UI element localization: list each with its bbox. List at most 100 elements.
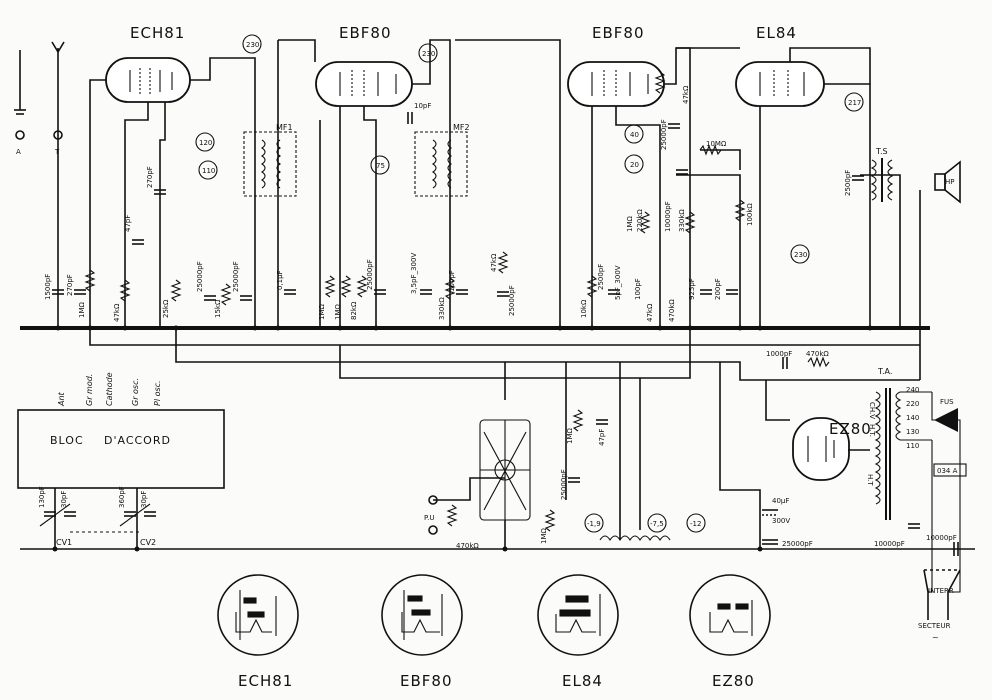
label-cv1: CV1	[56, 538, 72, 547]
tag-4: 110	[202, 167, 215, 175]
code-box	[933, 463, 967, 477]
label-ht: H.T.	[868, 424, 876, 437]
label-ta: T.A.	[877, 367, 892, 376]
lbl-pu: P.U	[424, 514, 434, 522]
tube-label-ebf80-a: EBF80	[339, 24, 391, 42]
base-label-ez80: EZ80	[712, 672, 755, 690]
tag-9: 230	[794, 251, 807, 259]
tag-1: 230	[246, 41, 259, 49]
lbl-c2500: 2500pF	[597, 264, 605, 290]
tag-2: 230	[422, 50, 435, 58]
base-label-ech81: ECH81	[238, 672, 293, 690]
bloc-title-left: BLOC	[50, 434, 84, 447]
mains-switch	[923, 569, 961, 620]
lbl-c360: 360pF	[118, 486, 126, 508]
lbl-c35: 3,5pF_300V	[410, 253, 418, 294]
label-ht2: H.T	[866, 474, 874, 486]
bloc-pin-cathode: Cathode	[105, 372, 114, 406]
label-hp: HP	[945, 178, 955, 186]
lbl-r15k: 15kΩ	[214, 299, 222, 318]
base-diagram-ez80	[689, 574, 771, 656]
base-label-ebf80: EBF80	[400, 672, 452, 690]
lbl-c25000a: 25000pF	[196, 261, 204, 292]
terminal-a	[15, 130, 25, 140]
if-transformer-mf2	[414, 131, 468, 197]
lbl-c200: 200pF	[714, 278, 722, 300]
variable-cap-arrows	[39, 503, 151, 533]
output-transformer	[870, 158, 894, 202]
tube-label-ebf80-b: EBF80	[592, 24, 644, 42]
lbl-c30a: 30pF	[60, 491, 68, 508]
label-fus: FUS	[940, 398, 954, 406]
lbl-c270a: 270pF	[66, 274, 74, 296]
lbl-c1500: 1500pF	[44, 274, 52, 300]
tap-240: 240	[906, 386, 919, 394]
lbl-r10m: 10MΩ	[706, 140, 727, 148]
tap-130: 130	[906, 428, 919, 436]
lbl-r470k-c: 470kΩ	[456, 542, 479, 550]
lbl-c25000d: 25000pF	[508, 285, 516, 316]
lbl-c130: 130pF	[38, 486, 46, 508]
lbl-r47k-c: 47kΩ	[646, 303, 654, 322]
resistors	[84, 71, 830, 532]
label-mf2: MF2	[453, 123, 470, 132]
tube-internals	[129, 68, 835, 462]
lbl-r1m-f: 1MΩ	[540, 528, 548, 544]
lbl-c10000c: 10000pF	[926, 534, 957, 542]
tap-140: 140	[906, 414, 919, 422]
lbl-c10: 10pF	[414, 102, 431, 110]
base-label-el84: EL84	[562, 672, 603, 690]
lbl-r1m-b: 1MΩ	[318, 304, 326, 320]
label-ts: T.S	[875, 147, 888, 156]
label-cv2: CV2	[140, 538, 156, 547]
earth-icon	[14, 50, 26, 115]
fuse-icon	[934, 408, 958, 432]
lbl-r1m-a: 1MΩ	[78, 302, 86, 318]
lbl-r82k: 82kΩ	[350, 301, 358, 320]
base-diagram-el84	[537, 574, 619, 656]
tube-label-ech81: ECH81	[130, 24, 185, 42]
lbl-c5pf: 5pF_300V	[614, 265, 622, 300]
base-diagram-ebf80	[381, 574, 463, 656]
capacitors	[44, 112, 959, 556]
lbl-c25000g: 25000pF	[782, 540, 813, 548]
lbl-c10000b: 10000pF	[874, 540, 905, 548]
lbl-c47b: 47pF	[598, 429, 606, 446]
lbl-r470k: 470kΩ	[668, 299, 676, 322]
label-chv: CH.V	[868, 402, 876, 419]
lbl-v300: 300V	[772, 517, 790, 525]
bloc-pin-grmod: Gr mod.	[85, 374, 94, 406]
lbl-c25000b: 25000pF	[232, 261, 240, 292]
tube-label-ez80: EZ80	[829, 420, 872, 438]
lbl-c2500b: 2500pF	[844, 170, 852, 196]
lbl-r470k-b: 470kΩ	[806, 350, 829, 358]
bias-choke	[599, 535, 671, 542]
lbl-r47k-b: 47kΩ	[490, 253, 498, 272]
antenna-icon	[51, 41, 65, 135]
lbl-c1000: 1000pF	[766, 350, 792, 358]
tag-8: 217	[848, 99, 861, 107]
lbl-r25k: 25kΩ	[162, 299, 170, 318]
lbl-r1m-e: 1MΩ	[566, 428, 574, 444]
junction-dots	[52, 325, 873, 552]
lbl-c25000f: 25000pF	[560, 469, 568, 500]
base-diagram-ech81	[217, 574, 299, 656]
lbl-r1m-c: 1MΩ	[334, 304, 342, 320]
tag-5: 75	[376, 162, 385, 170]
lbl-c270b: 270pF	[146, 166, 154, 188]
tube-label-el84: EL84	[756, 24, 797, 42]
lbl-c47: 47pF	[124, 215, 132, 232]
lbl-r10k-a: 10kΩ	[580, 299, 588, 318]
bloc-title-right: D'ACCORD	[104, 434, 171, 447]
lbl-c10000: 10000pF	[664, 201, 672, 232]
lbl-c25000e: 25000pF	[660, 119, 668, 150]
lbl-r220k: 220kΩ	[636, 209, 644, 232]
label-interr: INTERR	[928, 587, 954, 595]
tube-el84	[735, 61, 825, 107]
bloc-accord-box	[17, 409, 225, 489]
tag-3: 120	[199, 139, 212, 147]
lbl-r47k-d: 47kΩ	[682, 85, 690, 104]
pickup-jack-bottom	[428, 525, 438, 535]
